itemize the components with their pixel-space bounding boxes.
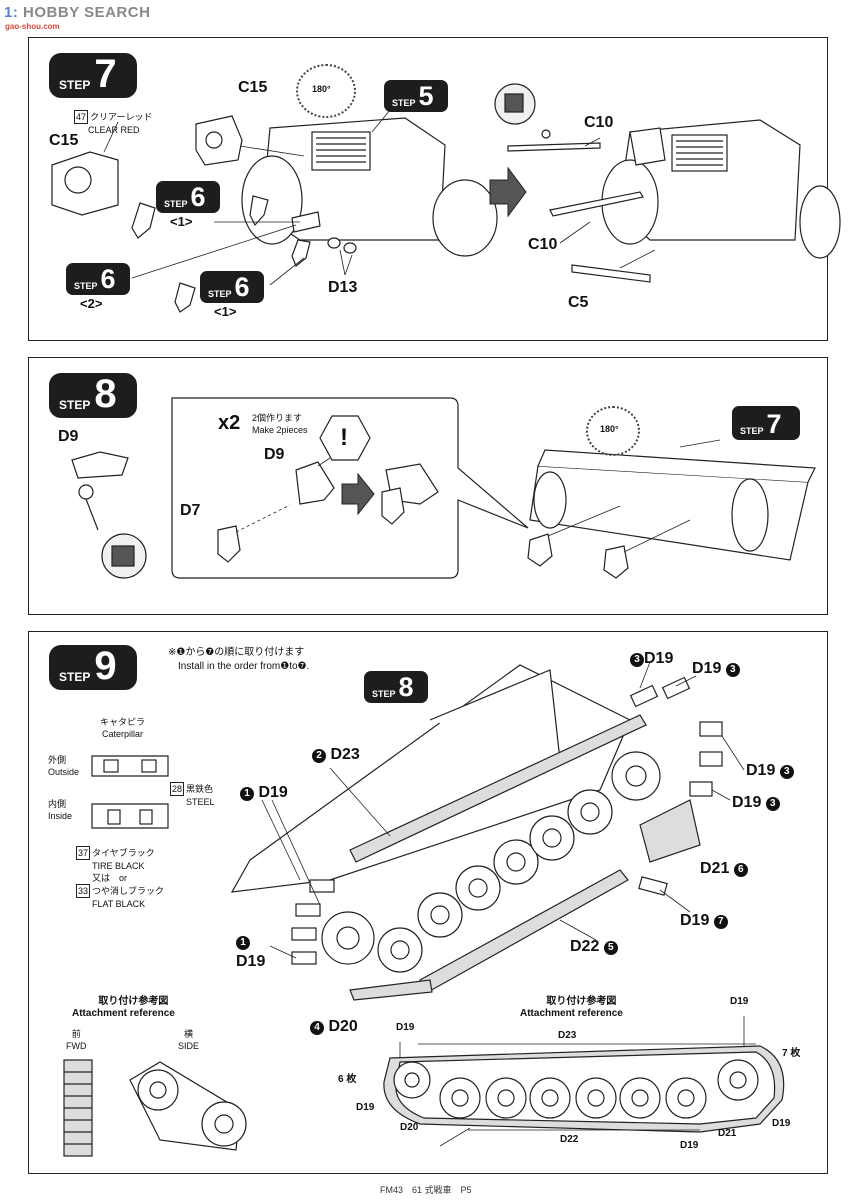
attach-right-d19-a: D19 bbox=[730, 996, 749, 1007]
step7-label-c15-left: C15 bbox=[49, 132, 79, 149]
step8-rotate-label: 180° bbox=[600, 424, 619, 434]
step7-label-c10-top: C10 bbox=[584, 114, 614, 131]
attach-right-d21: D21 bbox=[718, 1128, 737, 1139]
step8-rotate-ring bbox=[586, 406, 640, 456]
legend-caterpillar: キャタピラ Caterpillar bbox=[100, 717, 146, 739]
attach-left-title: 取り付け参考図 Attachment reference bbox=[72, 996, 175, 1019]
watermark-prefix: 1: bbox=[4, 4, 19, 21]
step7-rotate-ring bbox=[296, 64, 356, 118]
callout-4: 4 D20 bbox=[310, 1018, 358, 1036]
callout-2: 2 D23 bbox=[312, 746, 360, 764]
watermark-logo: 1: HOBBY SEARCH bbox=[4, 4, 150, 21]
attach-right-d20: D20 bbox=[400, 1122, 419, 1133]
attach-right-d22: D22 bbox=[560, 1134, 579, 1145]
attach-left-side: 横 SIDE bbox=[178, 1029, 200, 1051]
step7-ref-step6-b-sub: <2> bbox=[80, 296, 103, 311]
attach-left-fwd: 前 FWD bbox=[66, 1029, 87, 1051]
attach-right-d19-c: D19 bbox=[356, 1102, 375, 1113]
attach-right-d23: D23 bbox=[558, 1030, 577, 1041]
step7-label-d13: D13 bbox=[328, 279, 358, 296]
step8-label-d9-left: D9 bbox=[58, 428, 79, 445]
callout-3-top-right: D19 3 bbox=[692, 660, 740, 678]
attach-right-title: 取り付け参考図 Attachment reference bbox=[520, 996, 623, 1019]
callout-5: D22 5 bbox=[570, 938, 618, 956]
attach-right-d19-d: D19 bbox=[680, 1140, 699, 1151]
callout-1-bottom: 1 D19 bbox=[236, 936, 266, 970]
legend-outside: 外側 Outside bbox=[48, 755, 80, 777]
callout-1-top: 1 D19 bbox=[240, 784, 288, 802]
step8-label-d7: D7 bbox=[180, 502, 201, 519]
watermark-brand: HOBBY SEARCH bbox=[23, 4, 151, 21]
attach-right-count-6: 6 枚 bbox=[338, 1074, 357, 1085]
warning-icon: ! bbox=[340, 424, 348, 451]
step8-label-d9-mid: D9 bbox=[264, 446, 285, 463]
callout-3-low: D19 3 bbox=[732, 794, 780, 812]
step7-rotate-label: 180° bbox=[312, 84, 331, 94]
attach-right-count-7: 7 枚 bbox=[782, 1048, 801, 1059]
step8-multiplier: x2 bbox=[218, 412, 241, 434]
watermark-url: gao-shou.com bbox=[5, 22, 60, 31]
attach-right-d19-e: D19 bbox=[772, 1118, 791, 1129]
step7-label-c15-top: C15 bbox=[238, 79, 268, 96]
step7-ref-step6-a-sub: <1> bbox=[170, 214, 193, 229]
step7-label-c10-bottom: C10 bbox=[528, 236, 558, 253]
step7-illustration bbox=[51, 83, 841, 313]
page-footer: FM43 61 式戦車 P5 bbox=[380, 1185, 472, 1195]
callout-7: D19 7 bbox=[680, 912, 728, 930]
step7-label-c5: C5 bbox=[568, 294, 589, 311]
callout-6: D21 6 bbox=[700, 860, 748, 878]
step8-make-note: 2個作ります Make 2pieces bbox=[252, 413, 308, 435]
step9-order-note: ※❶から❼の順に取り付けます Install in the order from… bbox=[168, 647, 310, 672]
step8-illustration bbox=[71, 397, 816, 579]
attach-right-d19-b: D19 bbox=[396, 1022, 415, 1033]
step7-ref-step6-c-sub: <1> bbox=[214, 304, 237, 319]
callout-3-mid: D19 3 bbox=[746, 762, 794, 780]
legend-inside: 内側 Inside bbox=[48, 799, 73, 821]
